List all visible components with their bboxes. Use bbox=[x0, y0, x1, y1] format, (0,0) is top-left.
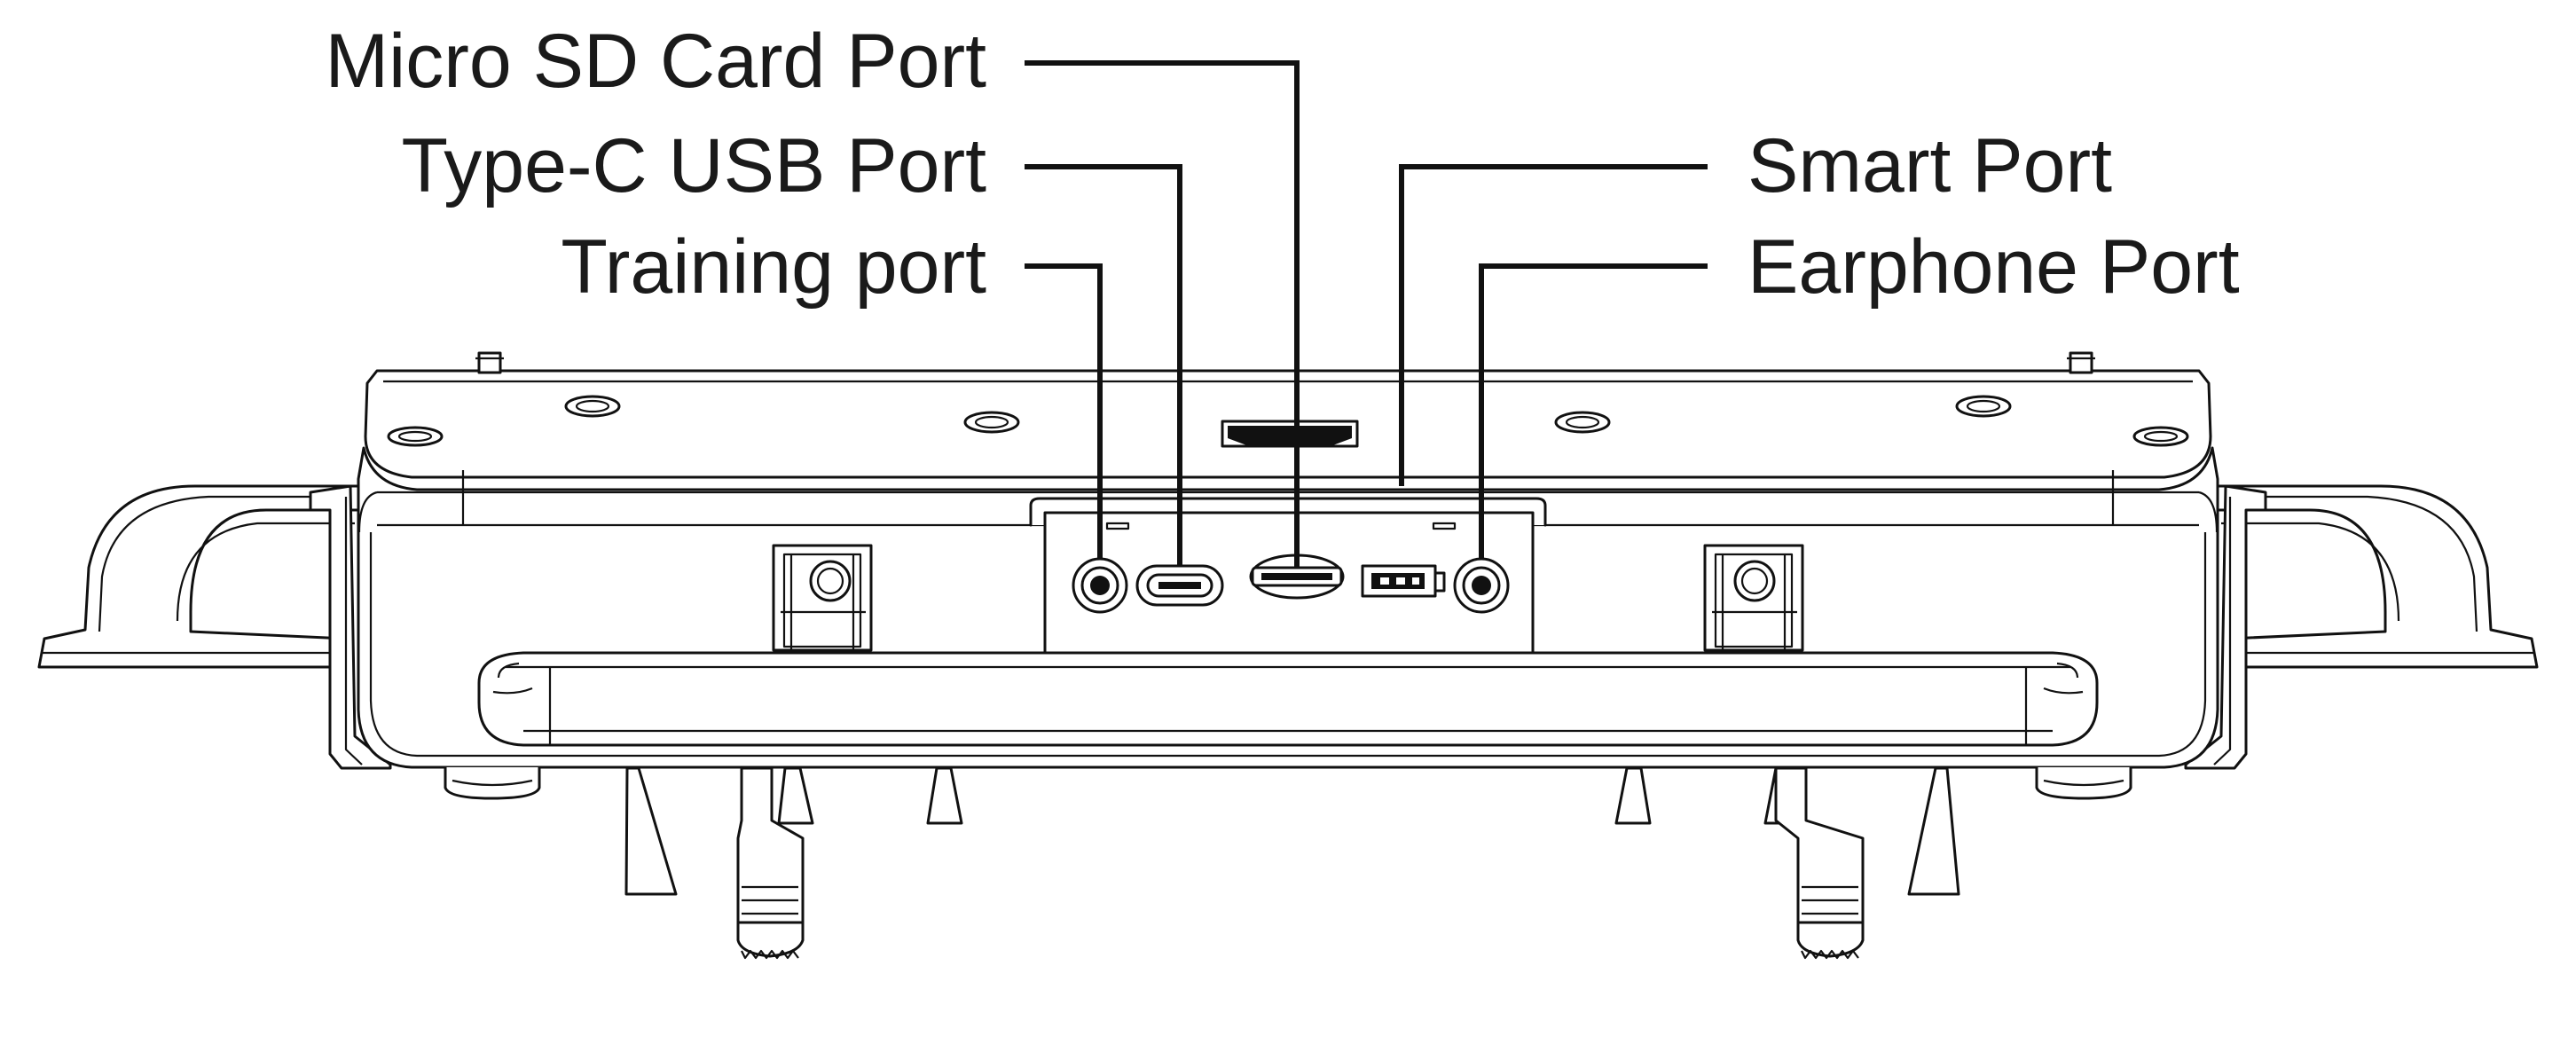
left-handle bbox=[37, 484, 361, 669]
label-smart-port: Smart Port bbox=[1747, 123, 2112, 208]
left-bracket bbox=[309, 484, 392, 770]
label-training-port: Training port bbox=[561, 224, 986, 310]
right-bracket bbox=[2184, 484, 2267, 770]
training-port bbox=[1072, 557, 1128, 614]
right-handle bbox=[2215, 484, 2539, 669]
leader-earphone bbox=[1479, 263, 1708, 559]
smart-port bbox=[1361, 564, 1446, 598]
leader-type-c bbox=[1025, 164, 1182, 566]
leader-training bbox=[1025, 263, 1103, 559]
sd-card-slot bbox=[1221, 420, 1359, 448]
leader-lines bbox=[1025, 60, 1708, 568]
lower-tabs bbox=[624, 766, 1960, 960]
type-c-port bbox=[1135, 564, 1224, 607]
left-switch-mount bbox=[772, 544, 873, 652]
top-stubs bbox=[475, 351, 2095, 374]
micro-sd-port bbox=[1249, 553, 1345, 600]
front-grip-bar bbox=[477, 651, 2099, 747]
leader-smart bbox=[1399, 164, 1708, 486]
label-type-c-usb-port: Type-C USB Port bbox=[401, 123, 986, 208]
earphone-port bbox=[1453, 557, 1510, 614]
leader-micro-sd bbox=[1025, 60, 1300, 568]
label-earphone-port: Earphone Port bbox=[1747, 224, 2240, 310]
label-micro-sd-card-port: Micro SD Card Port bbox=[326, 19, 987, 104]
top-screw-holes bbox=[387, 395, 2189, 447]
feet bbox=[444, 765, 2132, 800]
right-switch-mount bbox=[1703, 544, 1804, 652]
